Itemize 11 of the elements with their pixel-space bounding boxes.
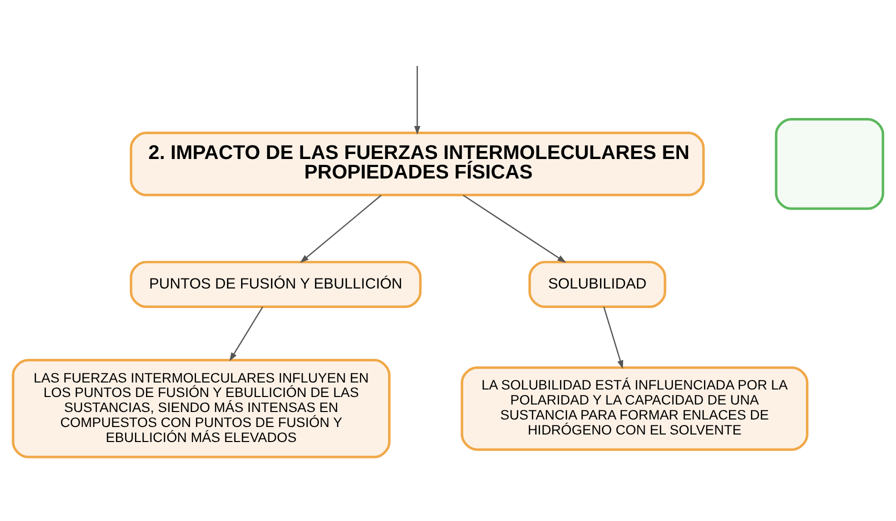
node-box: LA SOLUBILIDAD ESTÁ INFLUENCIADA POR LA POLARIDAD Y LA CAPACIDAD DE UNA SUSTANCIA PARA FORMAR ENLACES DE HIDRÓGENO CON EL SOLVENTE: [460, 366, 808, 450]
node-box: SOLUBILIDAD: [528, 260, 666, 308]
node-box: LAS FUERZAS INTERMOLECULARES INFLUYEN EN LOS PUNTOS DE FUSIÓN Y EBULLICIÓN DE LAS SUSTANCIAS, SIENDO MÁS INTENSAS EN COMPUESTOS CON PUNTOS DE FUSIÓN Y EBULLICIÓN MÁS ELEVADOS: [12, 358, 391, 458]
arrow: [300, 194, 382, 262]
node-box: 2. IMPACTO DE LAS FUERZAS INTERMOLECULARES EN PROPIEDADES FÍSICAS: [130, 131, 705, 196]
arrow: [603, 306, 624, 369]
node-box: [774, 118, 884, 210]
arrow: [462, 194, 566, 262]
node-box: PUNTOS DE FUSIÓN Y EBULLICIÓN: [130, 260, 422, 308]
arrow: [229, 306, 264, 361]
arrow: [414, 65, 420, 134]
